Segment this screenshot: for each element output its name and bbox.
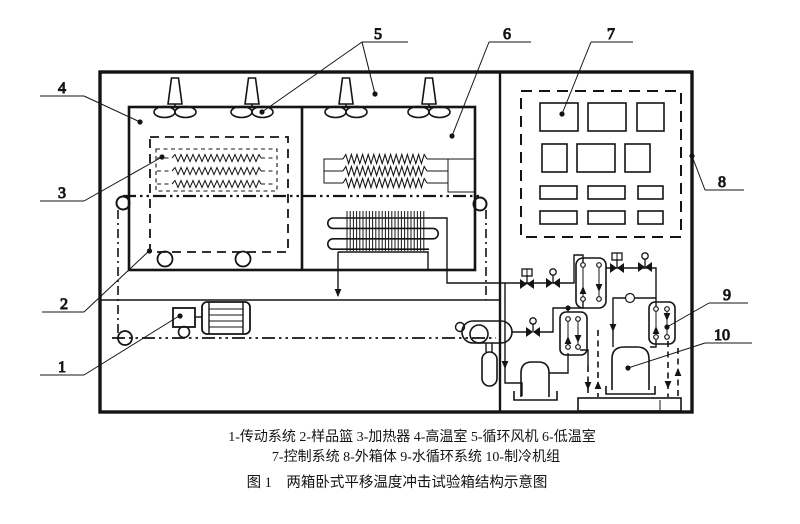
valve-icon xyxy=(638,252,652,272)
svg-text:7: 7 xyxy=(607,26,615,43)
caption-title: 图 1 两箱卧式平移温度冲击试验箱结构示意图 xyxy=(247,473,548,491)
svg-text:1: 1 xyxy=(58,359,66,376)
compressor-dome xyxy=(605,346,656,395)
callout-5: 5 xyxy=(259,26,408,115)
caption-line-2: 7-控制系统 8-外箱体 9-水循环系统 10-制冷机组 xyxy=(272,449,560,465)
outer-enclosure xyxy=(98,70,694,414)
transfer-track xyxy=(112,194,496,346)
callout-8: 8 xyxy=(689,153,744,192)
svg-text:5: 5 xyxy=(374,26,382,43)
svg-text:8: 8 xyxy=(718,174,726,191)
filter-drier xyxy=(481,343,498,387)
svg-text:2: 2 xyxy=(60,296,68,313)
solenoid-valve-icon xyxy=(520,268,534,289)
solenoid-valve-icon xyxy=(610,252,624,273)
circulating-fans xyxy=(153,77,451,119)
sample-basket xyxy=(149,136,289,253)
compressor-dome xyxy=(513,361,558,401)
motor-body xyxy=(201,301,251,335)
evaporator-duct xyxy=(337,251,429,296)
svg-text:6: 6 xyxy=(503,26,511,43)
basket-roller-icon xyxy=(156,250,174,268)
pulley-icon xyxy=(115,195,131,211)
basket-roller-icon xyxy=(234,250,252,268)
pulley-icon xyxy=(117,330,133,346)
callout-1: 1 xyxy=(40,315,180,377)
svg-text:9: 9 xyxy=(723,287,731,304)
evaporator-coil xyxy=(327,211,445,297)
mounting-base xyxy=(577,397,682,412)
callout-6: 6 xyxy=(449,26,531,139)
fan-icon xyxy=(153,77,197,119)
fan-icon xyxy=(407,77,451,119)
valve-icon xyxy=(546,268,560,288)
water-line xyxy=(587,330,679,397)
pulley-icon xyxy=(472,196,488,212)
refrigeration-piping xyxy=(445,217,682,412)
chamber-assembly xyxy=(127,105,477,272)
caption-line-1: 1-传动系统 2-样品篮 3-加热器 4-高温室 5-循环风机 6-低温室 xyxy=(228,428,595,445)
callouts: 1 2 3 4 5 6 7 xyxy=(40,26,752,377)
drive-motor xyxy=(172,301,251,339)
svg-text:10: 10 xyxy=(714,327,730,344)
pulley-icon xyxy=(177,325,191,339)
lt-heater-coil xyxy=(323,152,475,193)
valve-icon xyxy=(526,317,540,337)
heater-frame xyxy=(155,148,278,192)
callout-2: 2 xyxy=(42,250,150,314)
heat-exchanger xyxy=(575,257,607,309)
callout-4: 4 xyxy=(40,80,143,125)
callout-9: 9 xyxy=(664,287,748,330)
svg-text:3: 3 xyxy=(58,185,66,202)
sight-glass-icon xyxy=(624,292,636,304)
heat-exchanger xyxy=(559,311,588,356)
heat-exchanger xyxy=(648,301,676,345)
heater-coil xyxy=(157,153,275,189)
fan-icon xyxy=(324,77,368,119)
figure-caption: 1-传动系统 2-样品篮 3-加热器 4-高温室 5-循环风机 6-低温室 7-… xyxy=(228,428,595,491)
svg-text:4: 4 xyxy=(58,80,66,97)
high-temp-chamber xyxy=(146,136,289,268)
water-pump xyxy=(454,320,513,344)
callout-7: 7 xyxy=(559,26,633,117)
callout-3: 3 xyxy=(40,154,165,203)
callout-10: 10 xyxy=(625,327,752,371)
control-modules xyxy=(539,102,665,225)
low-temp-chamber xyxy=(323,152,475,297)
fan-icon xyxy=(230,77,274,119)
control-system-box xyxy=(520,90,682,238)
